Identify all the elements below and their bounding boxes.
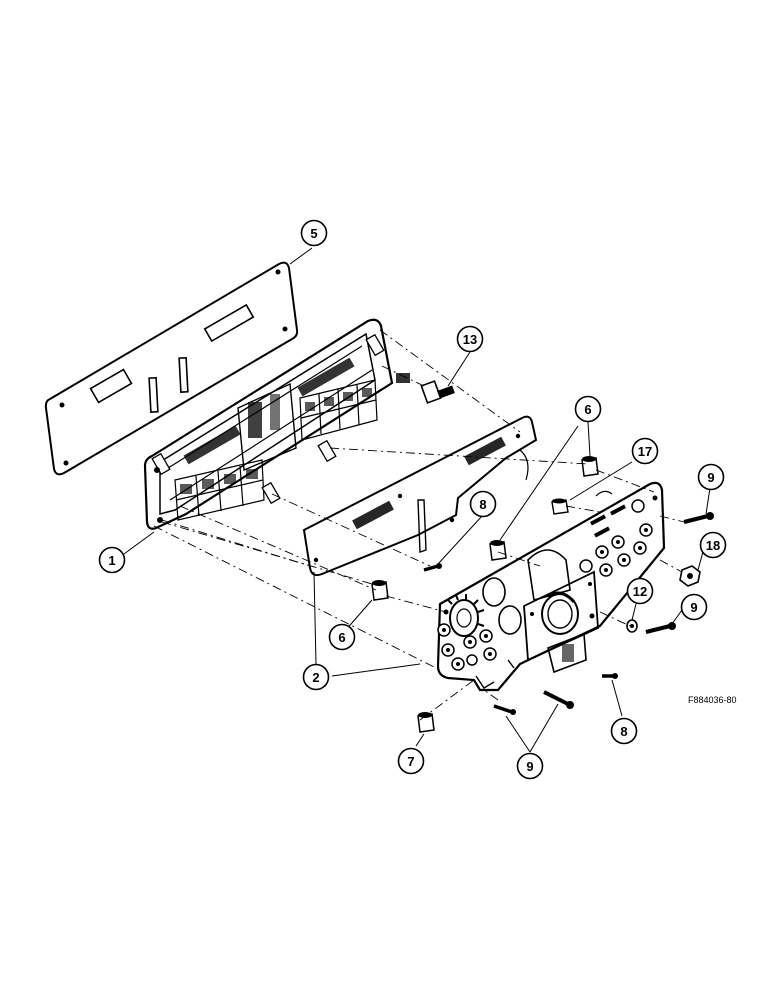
screw-9-upper	[683, 512, 714, 524]
spacer-6-upper	[581, 456, 599, 477]
callout-label: 18	[706, 538, 720, 553]
screw-9-lower-a	[493, 704, 516, 715]
overlay-panel	[44, 261, 299, 476]
rear-circuit-plate	[302, 415, 538, 577]
callout-circle	[397, 747, 425, 775]
callout-circle	[631, 437, 659, 465]
callout-5: 5	[300, 219, 328, 247]
callout-circle	[456, 325, 484, 353]
callout-6: 6	[328, 623, 356, 651]
callout-2: 2	[302, 663, 330, 691]
callout-label: 9	[707, 470, 714, 485]
callout-12: 12	[626, 577, 654, 605]
callout-circle	[610, 717, 638, 745]
callout-label: 8	[620, 724, 627, 739]
callout-circle	[469, 490, 497, 518]
callout-9: 9	[697, 463, 725, 491]
callout-circle	[98, 546, 126, 574]
callout-label: 13	[463, 332, 477, 347]
callout-circle	[300, 219, 328, 247]
spacer-17	[551, 498, 569, 515]
callout-label: 12	[633, 584, 647, 599]
callout-label: 7	[407, 754, 414, 769]
callout-label: 9	[690, 600, 697, 615]
callout-6: 6	[574, 395, 602, 423]
callout-7: 7	[397, 747, 425, 775]
callout-circle	[697, 463, 725, 491]
leader-lines	[123, 247, 711, 753]
spacer-6-middle	[489, 540, 507, 561]
callout-circle	[574, 395, 602, 423]
callout-circle	[699, 531, 727, 559]
screw-8-upper	[423, 563, 442, 572]
screw-8-lower	[602, 673, 618, 679]
connector-clip	[396, 373, 455, 404]
washer-12	[626, 619, 638, 633]
callouts: 5 13 6 17 9 8 18 1 12 9 6 2 8 7 9	[98, 219, 727, 780]
callout-label: 1	[108, 553, 115, 568]
callout-label: 17	[638, 444, 652, 459]
callout-circle	[680, 593, 708, 621]
screw-9-lower-b	[543, 690, 574, 709]
callout-label: 6	[338, 630, 345, 645]
figure-id: F884036-80	[688, 695, 737, 705]
callout-label: 6	[584, 402, 591, 417]
spacer-6-lower	[371, 580, 389, 601]
callout-label: 5	[310, 226, 317, 241]
callout-9: 9	[680, 593, 708, 621]
callout-circle	[626, 577, 654, 605]
screw-9-right	[645, 622, 676, 634]
callout-9: 9	[516, 752, 544, 780]
callout-label: 9	[526, 759, 533, 774]
callout-circle	[302, 663, 330, 691]
callout-circle	[516, 752, 544, 780]
callout-13: 13	[456, 325, 484, 353]
callout-8: 8	[469, 490, 497, 518]
callout-8: 8	[610, 717, 638, 745]
alignment-lines	[153, 329, 685, 721]
callout-label: 8	[479, 497, 486, 512]
nut-18	[679, 565, 701, 587]
callout-17: 17	[631, 437, 659, 465]
callout-label: 2	[312, 670, 319, 685]
callout-circle	[328, 623, 356, 651]
callout-18: 18	[699, 531, 727, 559]
instrument-housing	[143, 318, 394, 530]
callout-1: 1	[98, 546, 126, 574]
